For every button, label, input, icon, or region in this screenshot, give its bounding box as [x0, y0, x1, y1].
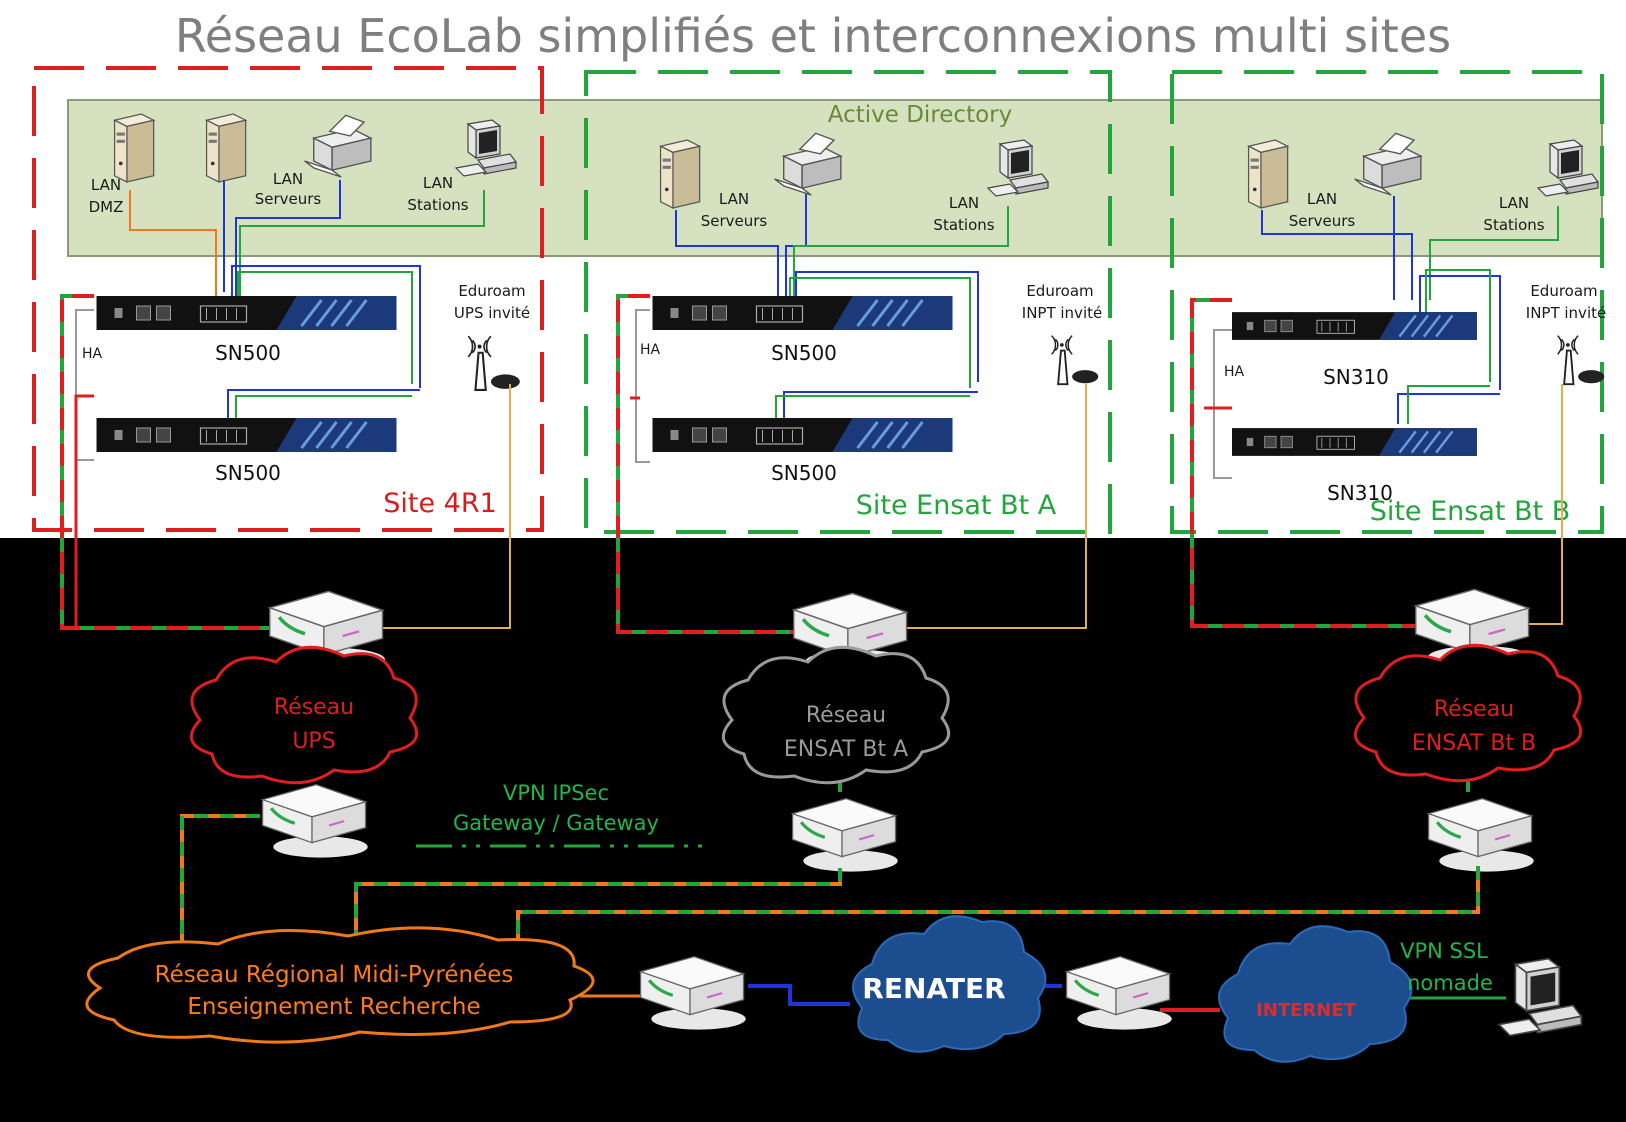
lan-dmz-label-2: DMZ	[89, 198, 124, 216]
ha-label: HA	[82, 346, 103, 362]
lan-links-4r1	[129, 180, 485, 426]
cloud-label: UPS	[292, 729, 335, 754]
ha-label: HA	[1224, 364, 1245, 380]
cloud-label: Enseignement Recherche	[187, 994, 480, 1020]
firewall-sn500-secondary	[94, 418, 399, 452]
site-label-ensat-b: Site Ensat Bt B	[1370, 496, 1571, 527]
cloud-label: Réseau	[274, 695, 354, 720]
vpn-ssl-label-1: VPN SSL	[1400, 939, 1488, 963]
wifi-antenna-icon	[1050, 334, 1100, 386]
cloud-label: Réseau	[806, 703, 886, 728]
renater-label: RENATER	[862, 972, 1005, 1005]
lan-links-ensat-b	[1261, 196, 1559, 424]
eduroam-links	[320, 384, 1563, 629]
firewall-model-label: SN500	[771, 461, 837, 485]
cloud-renater	[852, 915, 1047, 1053]
site-label-4r1: Site 4R1	[383, 488, 497, 519]
lan-serveurs-label-1: LAN	[1307, 190, 1337, 208]
wifi-antenna-icon	[1556, 334, 1606, 386]
site-ensat-b-boundary	[1170, 70, 1604, 534]
cloud-reseau-ensat-b	[1353, 643, 1583, 783]
dmz-server-icon	[113, 113, 155, 183]
eduroam-label-1: Eduroam	[458, 282, 525, 300]
wan-uplinks	[60, 294, 1432, 634]
lan-serveurs-label-2: Serveurs	[255, 190, 322, 208]
eduroam-label-2: INPT invité	[1022, 304, 1102, 322]
ha-label: HA	[640, 342, 661, 358]
lan-stations-label-1: LAN	[1499, 194, 1529, 212]
internet-label: INTERNET	[1256, 1000, 1357, 1021]
lan-stations-label-1: LAN	[949, 194, 979, 212]
eduroam-label-2: INPT invité	[1526, 304, 1606, 322]
cloud-internet	[1218, 925, 1413, 1063]
eduroam-label-1: Eduroam	[1530, 282, 1597, 300]
cloud-label: Réseau Régional Midi-Pyrénées	[155, 962, 514, 988]
lan-dmz-label-1: LAN	[91, 176, 121, 194]
firewall-model-label: SN310	[1327, 481, 1393, 505]
firewall-model-label: SN310	[1323, 365, 1389, 389]
lan-stations-label-2: Stations	[407, 196, 468, 214]
server-icon	[205, 113, 247, 183]
lan-serveurs-label-2: Serveurs	[1289, 212, 1356, 230]
firewall-sn500-primary	[94, 296, 399, 330]
cloud-label: ENSAT Bt A	[784, 737, 908, 762]
cloud-reseau-ensat-a	[721, 645, 951, 785]
diagram-title: Réseau EcoLab simplifiés et interconnexi…	[175, 9, 1451, 63]
firewall-sn500-secondary	[650, 418, 955, 452]
lan-serveurs-label-1: LAN	[273, 170, 303, 188]
site-ensat-a-boundary	[584, 70, 1112, 534]
firewall-model-label: SN500	[215, 341, 281, 365]
lan-serveurs-label-1: LAN	[719, 190, 749, 208]
server-icon	[1247, 139, 1289, 209]
vpn-ipsec-label-1: VPN IPSec	[503, 781, 609, 805]
eduroam-label-1: Eduroam	[1026, 282, 1093, 300]
firewall-sn500-primary	[650, 296, 955, 330]
cloud-reseau-ups	[189, 645, 419, 785]
wifi-antenna-icon	[467, 335, 521, 391]
server-icon	[659, 139, 701, 209]
router-to-renater-link	[748, 984, 850, 1006]
regional-links	[180, 814, 1480, 960]
firewall-sn310-primary	[1232, 312, 1477, 340]
ha-links	[75, 309, 1232, 479]
site-label-ensat-a: Site Ensat Bt A	[856, 490, 1057, 521]
lan-stations-label-2: Stations	[1483, 216, 1544, 234]
site-4r1-boundary	[32, 66, 544, 532]
active-directory-label: Active Directory	[828, 102, 1012, 128]
lan-stations-label-2: Stations	[933, 216, 994, 234]
vpn-ssl-label-2: nomade	[1407, 971, 1493, 995]
lan-serveurs-label-2: Serveurs	[701, 212, 768, 230]
cloud-reseau-regional	[85, 926, 595, 1044]
cloud-label: ENSAT Bt B	[1412, 731, 1536, 756]
eduroam-label-2: UPS invité	[454, 304, 530, 322]
lan-stations-label-1: LAN	[423, 174, 453, 192]
firewall-sn310-secondary	[1232, 428, 1477, 456]
vpn-ipsec-label-2: Gateway / Gateway	[453, 811, 659, 835]
firewall-model-label: SN500	[215, 461, 281, 485]
firewall-model-label: SN500	[771, 341, 837, 365]
cloud-label: Réseau	[1434, 697, 1514, 722]
